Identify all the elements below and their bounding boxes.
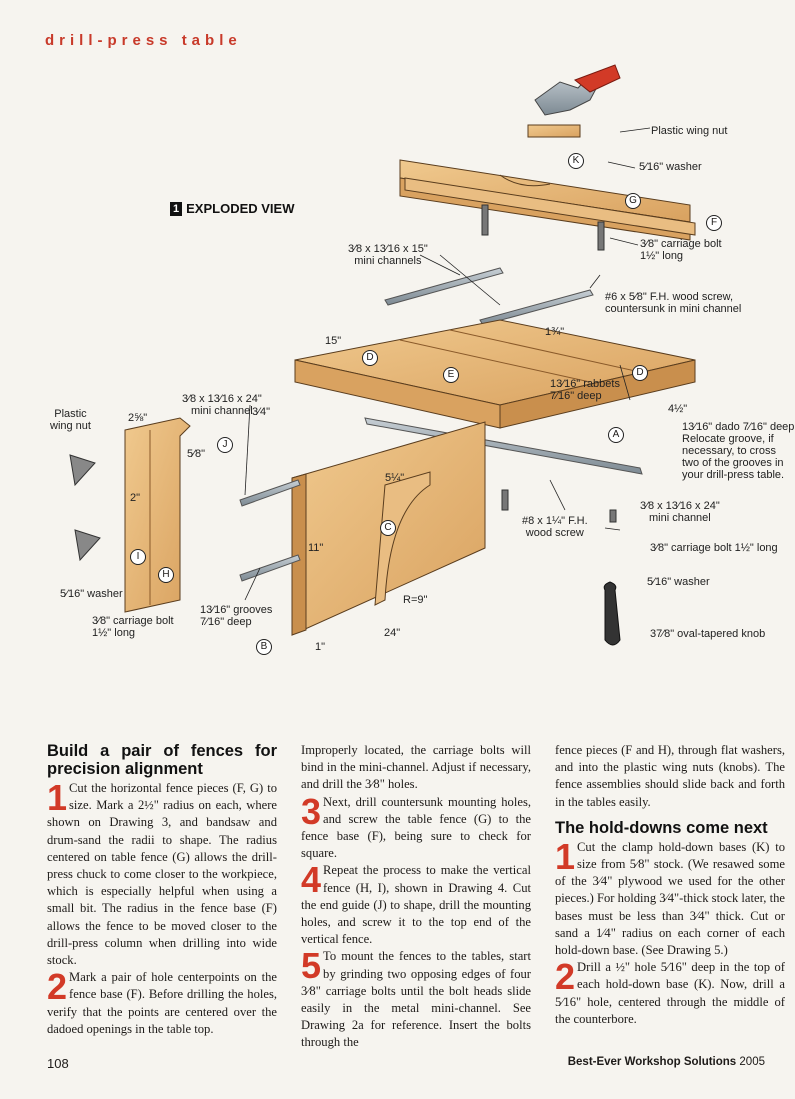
part-label-g: G bbox=[625, 193, 641, 209]
label-dim-5-1-4: 5¼" bbox=[385, 472, 405, 484]
exploded-view-svg bbox=[69, 64, 696, 646]
step-number: 2 bbox=[47, 966, 68, 1008]
label-dim-1: 1" bbox=[315, 641, 326, 653]
step-text: Drill a ½" hole 5⁄16" deep in the top of… bbox=[555, 960, 785, 1026]
label-dim-2-5-8: 2⅝" bbox=[128, 412, 148, 424]
part-label-e: E bbox=[443, 367, 459, 383]
label-dim-5-8: 5⁄8" bbox=[187, 448, 205, 460]
heading-fences: Build a pair of fences for precision ali… bbox=[47, 742, 277, 778]
article-column-3: fence pieces (F and H), through flat was… bbox=[555, 742, 785, 1028]
step-number: 1 bbox=[47, 777, 68, 818]
label-dim-3-4: 3⁄4" bbox=[252, 406, 270, 418]
label-wood-screw-6: #6 x 5⁄8" F.H. wood screw, countersunk i… bbox=[605, 291, 742, 315]
page-number: 108 bbox=[47, 1056, 69, 1071]
step-text: Mark a pair of hole centerpoints on the … bbox=[47, 970, 277, 1036]
continued-text: fence pieces (F and H), through flat was… bbox=[555, 743, 785, 809]
label-wood-screw-8: #8 x 1¼" F.H. wood screw bbox=[522, 515, 588, 539]
label-dim-24: 24" bbox=[384, 627, 401, 639]
publication-year: 2005 bbox=[739, 1056, 765, 1068]
label-carriage-bolt-left: 3⁄8" carriage bolt 1½" long bbox=[92, 615, 174, 639]
label-radius: R=9" bbox=[403, 594, 428, 606]
figure-title-text: EXPLODED VIEW bbox=[186, 201, 295, 216]
label-plastic-wing-nut-top: Plastic wing nut bbox=[651, 125, 728, 137]
part-label-f: F bbox=[706, 215, 722, 231]
part-label-j: J bbox=[217, 437, 233, 453]
part-label-k: K bbox=[568, 153, 584, 169]
publication-title: Best-Ever Workshop Solutions bbox=[567, 1056, 737, 1068]
label-dado: 13⁄16" dado 7⁄16" deep Relocate groove, … bbox=[682, 421, 795, 481]
label-washer-left: 5⁄16" washer bbox=[60, 588, 123, 600]
part-label-b: B bbox=[256, 639, 272, 655]
heading-hold-downs: The hold-downs come next bbox=[555, 818, 768, 837]
label-carriage-bolt-right: 3⁄8" carriage bolt 1½" long bbox=[650, 542, 778, 554]
label-mini-channel-24-left: 3⁄8 x 13⁄16 x 24" mini channel bbox=[182, 393, 262, 417]
figure-title: 1 EXPLODED VIEW bbox=[170, 201, 294, 216]
step-number: 3 bbox=[301, 790, 322, 832]
part-label-i: I bbox=[130, 549, 146, 565]
label-plastic-wing-nut-left: Plastic wing nut bbox=[50, 408, 91, 432]
exploded-view-drawing: 1 EXPLODED VIEW K G F D E D A J H I C B … bbox=[30, 60, 794, 740]
label-carriage-bolt-top: 3⁄8" carriage bolt 1½" long bbox=[640, 238, 722, 262]
step-text: To mount the fences to the tables, start… bbox=[301, 949, 531, 1050]
figure-number: 1 bbox=[170, 201, 183, 216]
section-header: drill-press table bbox=[45, 32, 242, 49]
label-mini-channel-24-right: 3⁄8 x 13⁄16 x 24" mini channel bbox=[640, 500, 720, 524]
label-dim-15: 15" bbox=[325, 335, 342, 347]
step-number: 1 bbox=[555, 835, 576, 877]
step-text: Cut the clamp hold-down bases (K) to siz… bbox=[555, 839, 785, 958]
step-text: Repeat the process to make the vertical … bbox=[301, 863, 531, 947]
label-dim-4-1-2: 4½" bbox=[668, 403, 688, 415]
article-column-2: Improperly located, the carriage bolts w… bbox=[301, 742, 531, 1052]
article-body: Build a pair of fences for precision ali… bbox=[47, 742, 787, 1049]
part-label-h: H bbox=[158, 567, 174, 583]
label-grooves: 13⁄16" grooves 7⁄16" deep bbox=[200, 604, 273, 628]
step-number: 4 bbox=[301, 859, 322, 901]
step-text: Next, drill countersunk mounting holes, … bbox=[301, 794, 531, 861]
part-label-d2: D bbox=[632, 365, 648, 381]
article-column-1: Build a pair of fences for precision ali… bbox=[47, 742, 277, 1038]
part-label-a: A bbox=[608, 427, 624, 443]
continued-text: Improperly located, the carriage bolts w… bbox=[301, 743, 531, 792]
step-text: Cut the horizontal fence pieces (F, G) t… bbox=[47, 781, 277, 968]
label-dim-1-3-4: 1¾" bbox=[545, 326, 565, 338]
label-washer-right: 5⁄16" washer bbox=[647, 576, 710, 588]
label-washer-top: 5⁄16" washer bbox=[639, 161, 702, 173]
label-dim-11: 11" bbox=[308, 542, 324, 554]
label-dim-2: 2" bbox=[130, 492, 141, 504]
step-number: 5 bbox=[301, 945, 322, 987]
label-mini-channels-15: 3⁄8 x 13⁄16 x 15" mini channels bbox=[348, 243, 428, 267]
part-label-d1: D bbox=[362, 350, 378, 366]
label-rabbets: 13⁄16" rabbets 7⁄16" deep bbox=[550, 378, 620, 402]
label-knob: 37⁄8" oval-tapered knob bbox=[650, 628, 766, 640]
publication-footer: Best-Ever Workshop Solutions 2005 bbox=[568, 1056, 765, 1068]
step-number: 2 bbox=[555, 956, 576, 998]
part-label-c: C bbox=[380, 520, 396, 536]
